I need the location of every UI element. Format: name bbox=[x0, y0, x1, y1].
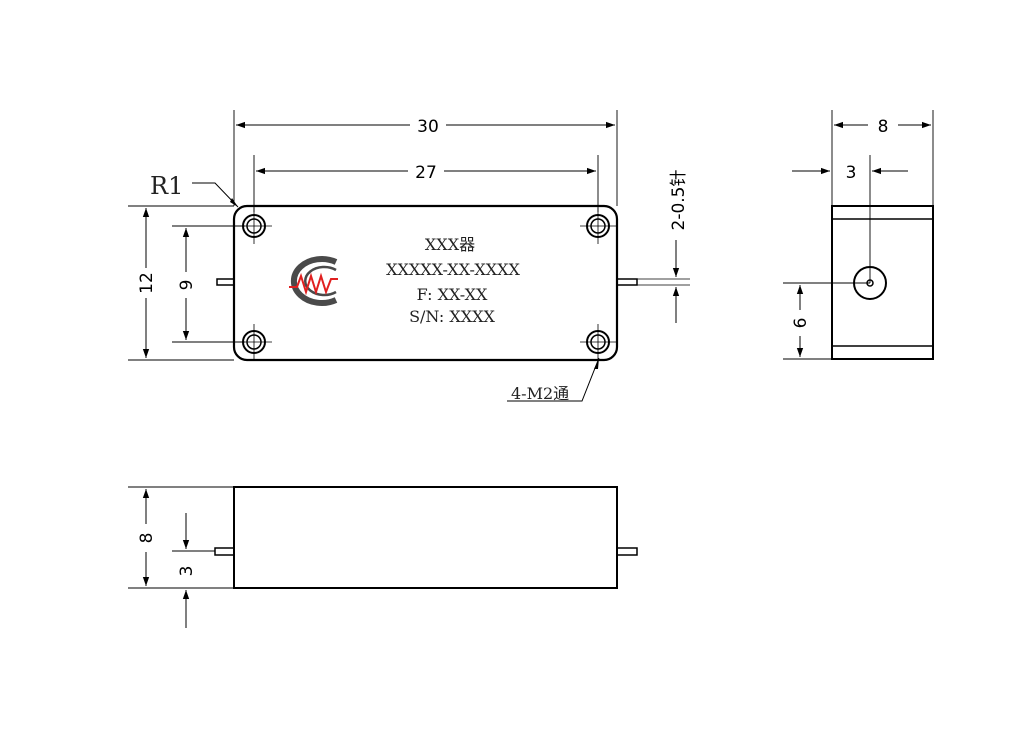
dimension-hole-spacing-27: 27 bbox=[415, 163, 437, 183]
side-view: 8 3 6 bbox=[783, 110, 934, 360]
corner-radius-callout: R1 bbox=[150, 172, 183, 200]
dimension-front-height-8: 8 bbox=[137, 533, 157, 544]
company-logo bbox=[289, 256, 338, 306]
serial-number-label: S/N: XXXX bbox=[409, 307, 495, 326]
front-view-right-pin bbox=[616, 547, 638, 556]
dimension-pin-height-6: 6 bbox=[791, 318, 811, 329]
top-view-left-pin bbox=[216, 278, 235, 286]
top-view-right-pin bbox=[616, 278, 638, 286]
pin-callout: 2-0.5针 bbox=[669, 170, 689, 231]
front-view: 8 3 bbox=[128, 486, 638, 628]
model-number-label: XXXXX-XX-XXXX bbox=[386, 260, 520, 279]
frequency-label: F: XX-XX bbox=[417, 285, 488, 304]
dimension-hole-spacing-9: 9 bbox=[177, 280, 197, 291]
dimension-side-width-8: 8 bbox=[878, 117, 889, 137]
dimension-front-pin-height-3: 3 bbox=[177, 566, 197, 577]
dimension-length-30: 30 bbox=[417, 117, 439, 137]
front-view-body bbox=[233, 486, 618, 589]
product-name-label: XXX器 bbox=[425, 235, 475, 254]
mounting-hole bbox=[580, 208, 616, 244]
front-view-left-pin bbox=[214, 547, 235, 556]
side-view-body bbox=[831, 205, 934, 360]
dimension-pin-offset-3: 3 bbox=[846, 163, 857, 183]
top-view: XXX器 XXXXX-XX-XXXX F: XX-XX S/N: XXXX 30… bbox=[128, 110, 690, 403]
mounting-hole bbox=[580, 324, 616, 360]
dimension-height-12: 12 bbox=[137, 272, 157, 294]
mounting-hole-callout: 4-M2通 bbox=[511, 384, 569, 403]
